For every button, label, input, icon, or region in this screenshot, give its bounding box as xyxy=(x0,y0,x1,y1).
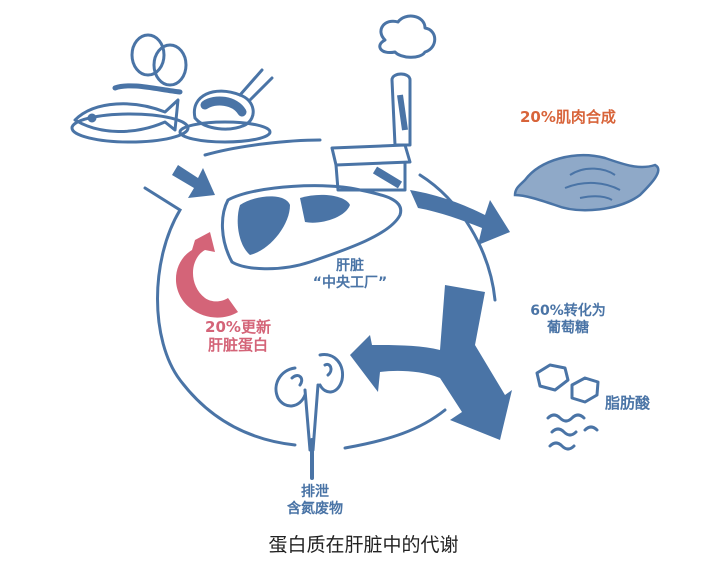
liver-label: 肝脏 “中央工厂” xyxy=(300,258,400,292)
liver-split-arrow xyxy=(350,285,512,440)
figure-caption: 蛋白质在肝脏中的代谢 xyxy=(268,534,459,556)
muscle-icon xyxy=(513,154,660,212)
excretion-label-line2: 含氮废物 xyxy=(287,500,343,517)
glucose-label-line2: 葡萄糖 xyxy=(547,319,589,336)
circular-arrow-icon xyxy=(175,232,238,318)
liver-icon xyxy=(220,184,403,271)
food-to-liver-arrow xyxy=(172,165,215,198)
factory-chimney-icon xyxy=(330,14,437,192)
excretion-label-line1: 排泄 xyxy=(301,484,329,500)
renewal-label: 20%更新 肝脏蛋白 xyxy=(188,318,288,354)
glucose-label: 60%转化为 葡萄糖 xyxy=(518,303,618,337)
hexagon-molecule-icon xyxy=(535,363,600,404)
liver-label-line2: “中央工厂” xyxy=(312,274,388,291)
liver-label-line1: 肝脏 xyxy=(336,258,364,274)
food-plate-icon xyxy=(70,33,274,144)
excretion-label: 排泄 含氮废物 xyxy=(270,484,360,518)
liver-to-muscle-arrow xyxy=(410,190,510,245)
muscle-synthesis-label: 20%肌肉合成 xyxy=(520,108,616,126)
fatty-acid-chain-icon xyxy=(546,413,599,451)
cycle-outline xyxy=(143,138,497,450)
glucose-label-line1: 60%转化为 xyxy=(530,303,606,319)
kidney-icon xyxy=(274,353,345,480)
renewal-label-line1: 20%更新 xyxy=(205,318,271,336)
fatty-acid-label: 脂肪酸 xyxy=(605,394,651,412)
renewal-label-line2: 肝脏蛋白 xyxy=(207,336,268,354)
